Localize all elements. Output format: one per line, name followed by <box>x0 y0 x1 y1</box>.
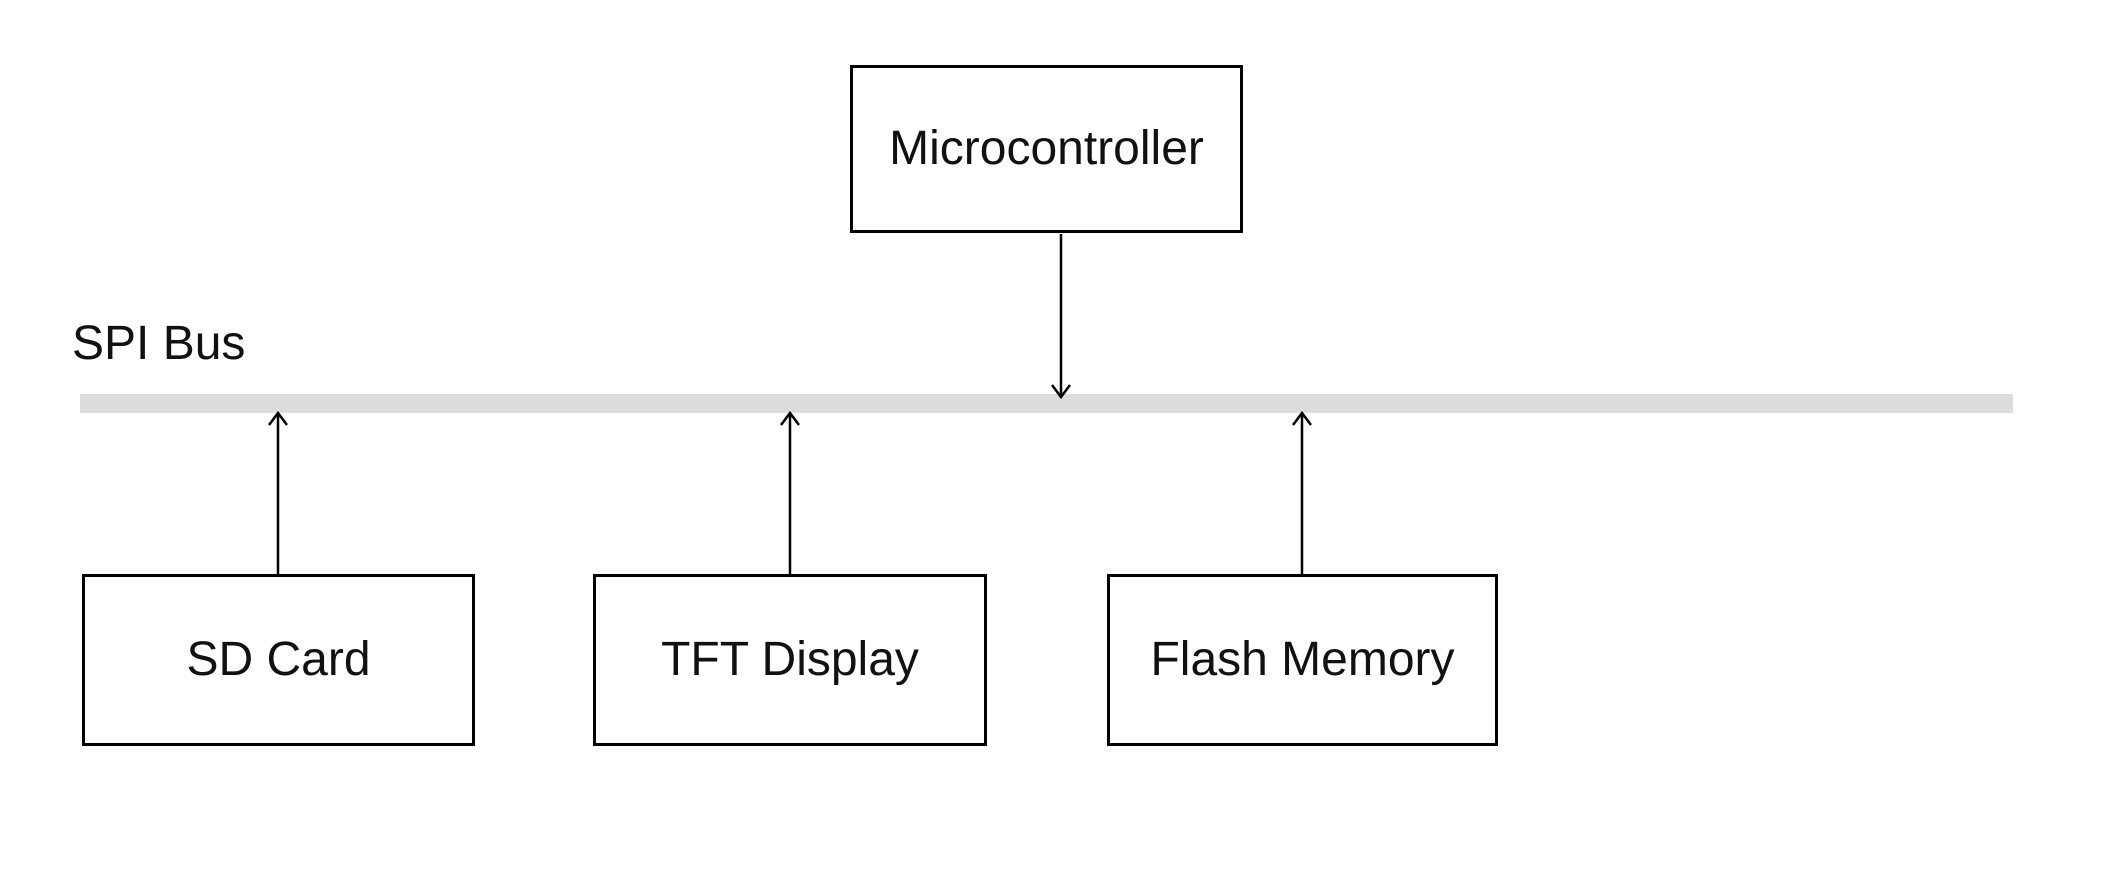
arrow-tftdisplay-to-bus <box>780 410 800 574</box>
node-microcontroller-label: Microcontroller <box>889 122 1204 175</box>
node-microcontroller: Microcontroller <box>850 65 1243 233</box>
node-tft-display: TFT Display <box>593 574 987 746</box>
node-flash-memory: Flash Memory <box>1107 574 1498 746</box>
arrow-flashmemory-to-bus <box>1292 410 1312 574</box>
node-flash-memory-label: Flash Memory <box>1150 633 1455 686</box>
node-tft-display-label: TFT Display <box>661 633 919 686</box>
arrowhead-up-icon <box>268 410 288 426</box>
arrow-microcontroller-to-bus <box>1051 234 1071 400</box>
spi-bus-bar <box>80 394 2013 413</box>
bus-label: SPI Bus <box>72 317 246 370</box>
arrowhead-up-icon <box>780 410 800 426</box>
node-sd-card: SD Card <box>82 574 475 746</box>
arrow-sdcard-to-bus <box>268 410 288 574</box>
arrowhead-up-icon <box>1292 410 1312 426</box>
node-sd-card-label: SD Card <box>186 633 371 686</box>
